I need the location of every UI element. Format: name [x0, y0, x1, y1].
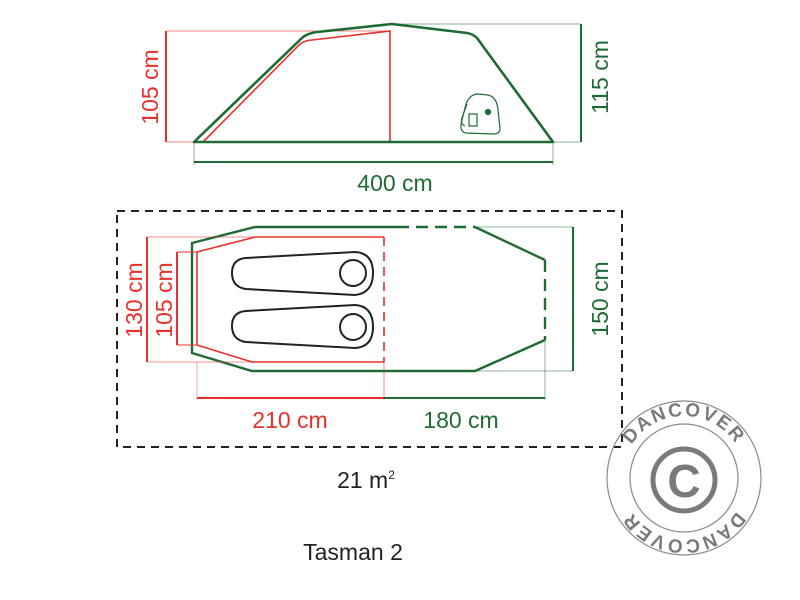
length-label: 400 cm: [357, 170, 432, 196]
inner-width-outer-label: 130 cm: [121, 262, 147, 337]
porch-length-label: 180 cm: [423, 407, 498, 433]
product-name: Tasman 2: [303, 539, 403, 565]
area-label: 21 m2: [337, 467, 395, 493]
dancover-watermark: DANCOVER DANCOVER C: [606, 400, 762, 556]
copyright-icon: [650, 446, 718, 514]
backpack-icon: [460, 93, 501, 135]
side-view: 105 cm 115 cm 400 cm: [137, 22, 613, 196]
total-width-label: 150 cm: [587, 261, 613, 336]
pillow-2: [339, 313, 367, 341]
outer-tent-outline: [192, 22, 555, 144]
floor-plan: 130 cm 105 cm 150 cm 210 cm 180 cm: [116, 210, 623, 448]
porch-edge: [474, 225, 546, 262]
inner-tent-outline: [202, 30, 391, 143]
inner-width-inner-label: 105 cm: [151, 262, 177, 337]
watermark-inner-ring: [629, 423, 739, 533]
outer-floor-outline: [190, 225, 546, 373]
watermark-outer-ring: [606, 400, 762, 556]
porch-door-dashed: [397, 225, 547, 340]
sleeping-bag-1: [230, 250, 375, 297]
inner-length-label: 210 cm: [252, 407, 327, 433]
sleeping-bag-2: [230, 303, 375, 350]
inner-floor-outline: [196, 236, 384, 363]
outer-height-label: 115 cm: [587, 40, 613, 114]
footprint-area-box: [116, 210, 623, 448]
pillow-1: [339, 259, 367, 287]
inner-height-label: 105 cm: [137, 49, 163, 124]
copyright-letter: C: [667, 455, 700, 507]
